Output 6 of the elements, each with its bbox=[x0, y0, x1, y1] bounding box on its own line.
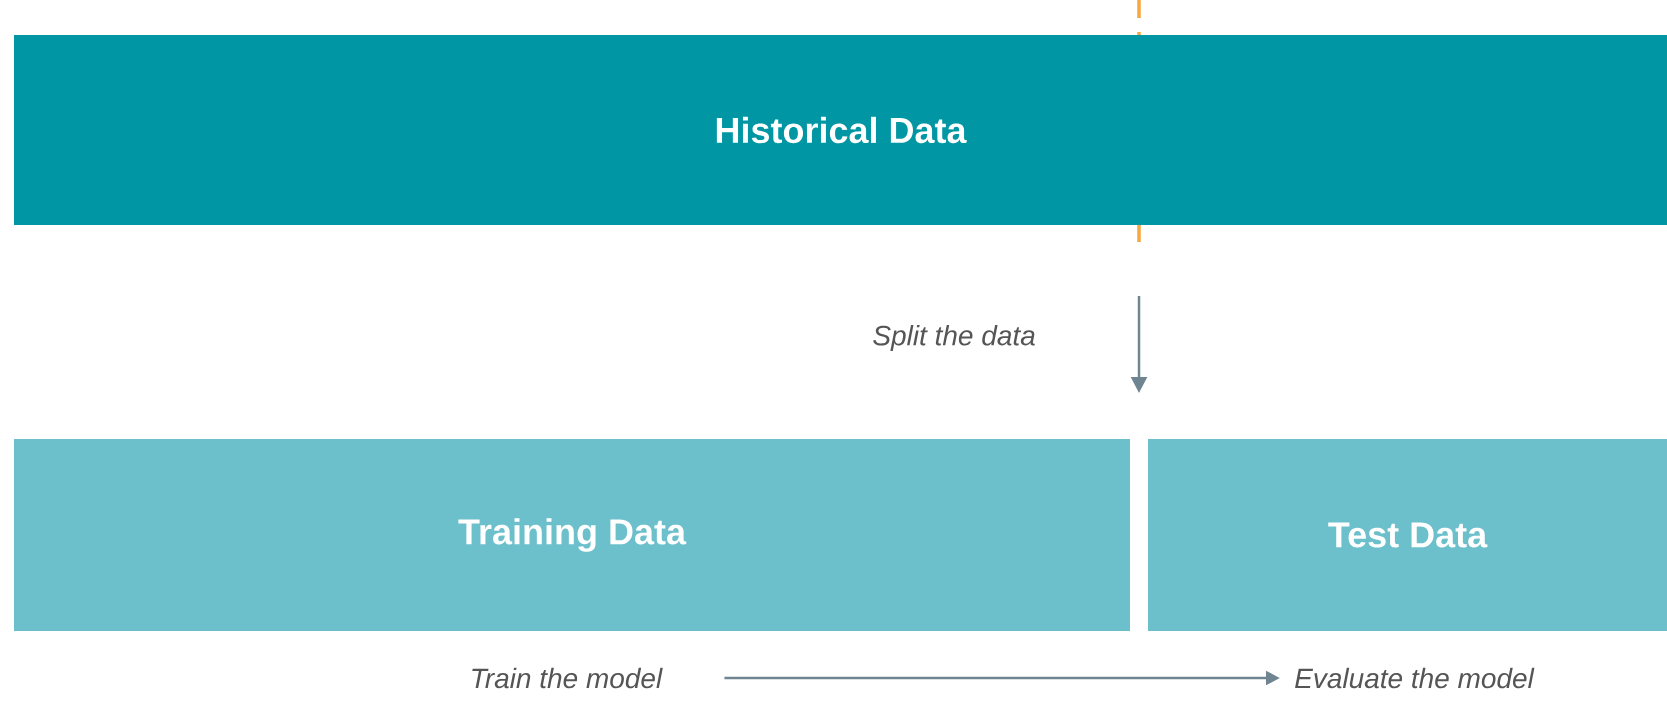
data-bar: Test Data bbox=[1148, 439, 1667, 631]
data-bar: Training Data bbox=[14, 439, 1130, 631]
note-text: Split the data bbox=[873, 324, 1035, 352]
step-text: Train the model bbox=[472, 667, 663, 689]
data-bar: Historical Data bbox=[14, 35, 1667, 225]
step-text: Evaluate the model bbox=[1295, 667, 1535, 689]
